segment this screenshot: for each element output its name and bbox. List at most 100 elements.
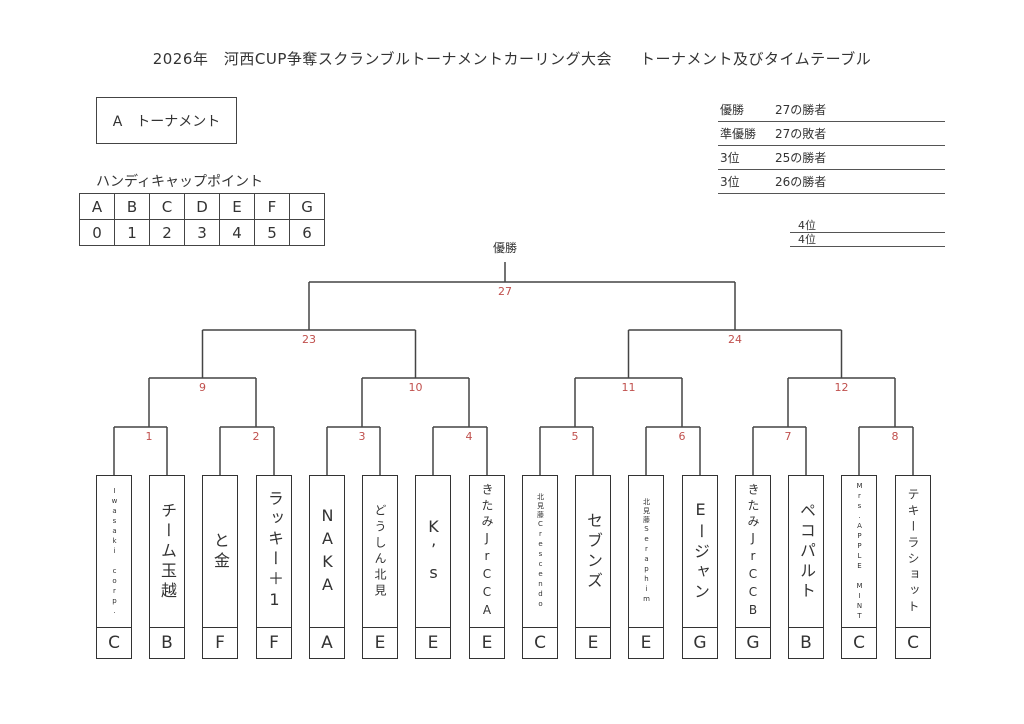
team-name-box: K’s bbox=[416, 476, 450, 628]
title-sub: トーナメント及びタイムテーブル bbox=[639, 50, 872, 68]
team-slot: セブンズ E bbox=[575, 475, 611, 659]
team-handicap: E bbox=[374, 633, 386, 653]
fourth-place-line: 4位 bbox=[790, 220, 945, 233]
team-handicap: F bbox=[269, 633, 279, 653]
team-handicap: B bbox=[800, 633, 812, 653]
team-slot: きたみJrCCA E bbox=[469, 475, 505, 659]
team-name-box: どうしん北見 bbox=[363, 476, 397, 628]
team-name-box: NAKA bbox=[310, 476, 344, 628]
result-desc: 26の勝者 bbox=[775, 174, 827, 189]
team-handicap: C bbox=[907, 633, 919, 653]
team-name: チーム玉越 bbox=[158, 501, 177, 602]
match-number: 5 bbox=[571, 430, 579, 443]
team-slot: テキーラショット C bbox=[895, 475, 931, 659]
team-name: どうしん北見 bbox=[373, 503, 387, 600]
team-handicap: C bbox=[853, 633, 865, 653]
match-number: 27 bbox=[498, 285, 512, 298]
team-name: テキーラショット bbox=[906, 487, 920, 616]
team-slot: きたみJrCCB G bbox=[735, 475, 771, 659]
team-name: きたみJrCCA bbox=[480, 482, 494, 621]
result-row: 優勝 27の勝者 bbox=[718, 97, 945, 122]
match-number: 11 bbox=[621, 381, 636, 394]
tournament-label: A トーナメント bbox=[96, 97, 237, 144]
team-name-box: 北見藤Seraphim bbox=[629, 476, 663, 628]
team-name: ペコパルト bbox=[797, 501, 816, 602]
team-handicap: E bbox=[427, 633, 439, 653]
team-handicap: G bbox=[693, 633, 707, 653]
match-number: 2 bbox=[252, 430, 260, 443]
team-name: と金 bbox=[211, 531, 230, 572]
team-name: Iwasaki corp. bbox=[110, 486, 119, 617]
team-handicap: E bbox=[587, 633, 599, 653]
team-name-box: と金 bbox=[203, 476, 237, 628]
handicap-letter: E bbox=[219, 193, 255, 220]
team-handicap: B bbox=[161, 633, 173, 653]
handicap-label: ハンディキャップポイント bbox=[96, 174, 264, 190]
result-row: 準優勝 27の敗者 bbox=[718, 121, 945, 146]
team-slot: Mrs.APPLE MINT C bbox=[841, 475, 877, 659]
team-slot: Eージャン G bbox=[682, 475, 718, 659]
team-name-box: 北見藤Crescendo bbox=[523, 476, 557, 628]
team-name: Mrs.APPLE MINT bbox=[855, 481, 864, 622]
handicap-point: 6 bbox=[289, 219, 325, 246]
result-place: 3位 bbox=[720, 150, 740, 165]
handicap-letter: A bbox=[79, 193, 115, 220]
result-desc: 27の勝者 bbox=[775, 102, 827, 117]
team-name-box: きたみJrCCB bbox=[736, 476, 770, 628]
team-name: セブンズ bbox=[584, 511, 603, 592]
result-desc: 25の勝者 bbox=[775, 150, 827, 165]
result-place: 準優勝 bbox=[720, 126, 757, 141]
result-row: 3位 25の勝者 bbox=[718, 145, 945, 170]
fourth-place-line: 4位 bbox=[790, 234, 945, 247]
team-slot: NAKA A bbox=[309, 475, 345, 659]
result-desc: 27の敗者 bbox=[775, 126, 827, 141]
team-name: K’s bbox=[424, 517, 443, 586]
team-slot: チーム玉越 B bbox=[149, 475, 185, 659]
handicap-letter: F bbox=[254, 193, 290, 220]
handicap-point: 3 bbox=[184, 219, 220, 246]
match-number: 8 bbox=[891, 430, 899, 443]
match-number: 23 bbox=[302, 333, 316, 346]
team-name-box: ペコパルト bbox=[789, 476, 823, 628]
team-name: NAKA bbox=[318, 505, 337, 598]
team-name: きたみJrCCB bbox=[746, 482, 760, 621]
team-handicap: C bbox=[534, 633, 546, 653]
team-slot: ペコパルト B bbox=[788, 475, 824, 659]
team-name: ラッキー＋1 bbox=[265, 490, 284, 613]
team-name-box: セブンズ bbox=[576, 476, 610, 628]
team-handicap: E bbox=[640, 633, 652, 653]
team-name-box: チーム玉越 bbox=[150, 476, 184, 628]
result-place: 優勝 bbox=[720, 102, 745, 117]
team-name-box: ラッキー＋1 bbox=[257, 476, 291, 628]
team-name-box: きたみJrCCA bbox=[470, 476, 504, 628]
handicap-point: 5 bbox=[254, 219, 290, 246]
team-handicap: C bbox=[108, 633, 120, 653]
team-name: 北見藤Crescendo bbox=[536, 493, 545, 610]
team-slot: Iwasaki corp. C bbox=[96, 475, 132, 659]
team-name-box: Iwasaki corp. bbox=[97, 476, 131, 628]
match-number: 1 bbox=[145, 430, 153, 443]
page-title: 2026年 河西CUP争奪スクランブルトーナメントカーリング大会トーナメント及び… bbox=[0, 48, 1024, 69]
team-handicap: F bbox=[215, 633, 225, 653]
result-place: 3位 bbox=[720, 174, 740, 189]
team-name-box: Eージャン bbox=[683, 476, 717, 628]
match-number: 12 bbox=[834, 381, 849, 394]
team-handicap: G bbox=[746, 633, 760, 653]
team-handicap: A bbox=[321, 633, 333, 653]
match-number: 6 bbox=[678, 430, 686, 443]
match-number: 10 bbox=[408, 381, 423, 394]
match-number: 9 bbox=[199, 381, 206, 394]
team-name: Eージャン bbox=[691, 500, 710, 603]
team-name: 北見藤Seraphim bbox=[642, 498, 651, 605]
match-number: 7 bbox=[784, 430, 792, 443]
champion-label: 優勝 bbox=[492, 241, 518, 255]
team-name-box: Mrs.APPLE MINT bbox=[842, 476, 876, 628]
team-handicap: E bbox=[481, 633, 493, 653]
